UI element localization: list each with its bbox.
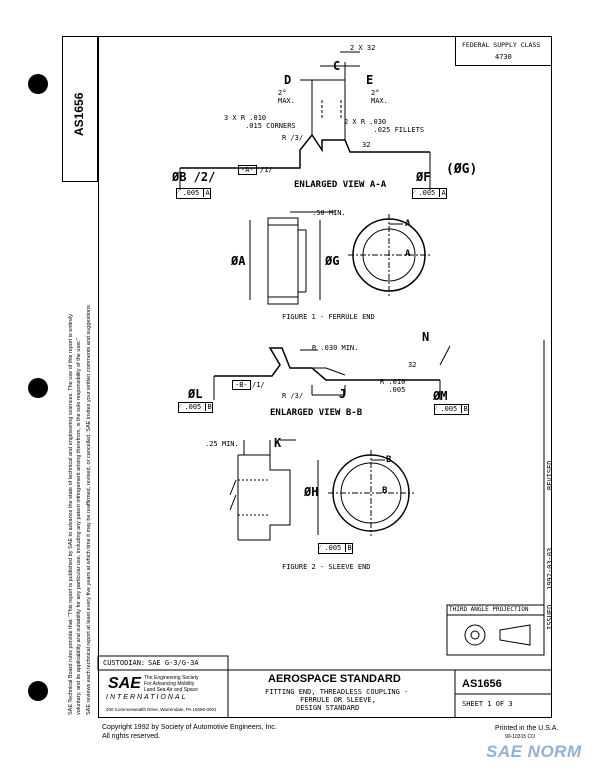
tol-m-box: ⁄ .005 B bbox=[434, 404, 469, 415]
max-right-label: 2° MAX. bbox=[371, 89, 388, 105]
tol-b-ref: A bbox=[203, 189, 210, 197]
bb-r-min-label: R .030 MIN. bbox=[312, 344, 359, 352]
fillets-label: 2 X R .030 .025 FILLETS bbox=[344, 118, 425, 134]
fig2-min-label: .25 MIN. bbox=[205, 440, 239, 448]
corners-label: 3 X R .010 .015 CORNERS bbox=[224, 114, 296, 130]
issued-date: 1992-03-03 bbox=[546, 547, 554, 590]
title-subtitle-3: DESIGN STANDARD bbox=[296, 704, 360, 712]
tol-h-ref: B bbox=[345, 544, 352, 552]
tol-b-symbol: ⁄ bbox=[177, 189, 179, 197]
tol-l-value: .005 bbox=[184, 403, 202, 411]
datum-a-box: -A- bbox=[238, 165, 257, 175]
footer-printed: Printed in the U.S.A. bbox=[495, 725, 559, 732]
bb-radius-label: R /3/ bbox=[282, 392, 304, 400]
custodian-value: SAE G-3/G-3A bbox=[148, 659, 199, 667]
radius-aa-label: R /3/ bbox=[282, 134, 304, 142]
federal-supply-box bbox=[455, 36, 552, 66]
footer-copyright: Copyright 1992 by Society of Automotive … bbox=[102, 724, 277, 731]
figure2-title: FIGURE 2 - SLEEVE END bbox=[282, 563, 371, 571]
tol-f-symbol: ⁄ bbox=[413, 189, 415, 197]
punch-hole-middle bbox=[28, 378, 48, 398]
sae-tag-1: The Engineering Society bbox=[144, 675, 199, 681]
tol-l-ref: B bbox=[205, 403, 212, 411]
tol-b-box: ⁄ .005 A bbox=[176, 188, 211, 199]
datum-a-note: /1/ bbox=[260, 166, 273, 174]
max-left-label: 2° MAX. bbox=[278, 89, 295, 105]
custodian-label: CUSTODIAN: bbox=[103, 659, 146, 667]
dim-l-label: ØL bbox=[188, 387, 203, 401]
sae-tag-2: For Advancing Mobility bbox=[144, 681, 195, 687]
federal-supply-label: FEDERAL SUPPLY CLASS bbox=[462, 41, 541, 49]
sae-tag-3: Land Sea Air and Space bbox=[144, 687, 198, 693]
dim-g-aa-label: (ØG) bbox=[446, 162, 478, 177]
tol-f-box: ⁄ .005 A bbox=[412, 188, 447, 199]
punch-hole-top bbox=[28, 74, 48, 94]
view-aa-title: ENLARGED VIEW A-A bbox=[294, 180, 387, 190]
dim-n-label: N bbox=[422, 330, 430, 344]
third-angle-label: THIRD ANGLE PROJECTION bbox=[449, 606, 529, 613]
tol-b-value: .005 bbox=[182, 189, 200, 197]
sheet-number: SHEET 1 OF 3 bbox=[462, 700, 513, 708]
finish-aa-label: 32 bbox=[362, 141, 371, 149]
datum-b-box: -B- bbox=[232, 380, 251, 390]
tol-h-box: ⁄ .005 B bbox=[318, 543, 353, 554]
federal-supply-value: 4730 bbox=[495, 53, 512, 61]
dim-m-label: ØM bbox=[433, 389, 448, 403]
sae-logo: SAE bbox=[108, 675, 141, 692]
tol-f-ref: A bbox=[439, 189, 446, 197]
title-heading: AEROSPACE STANDARD bbox=[268, 673, 401, 685]
issued-label: ISSUED bbox=[546, 604, 554, 630]
tol-m-symbol: ⁄ bbox=[435, 405, 437, 413]
dim-d-label: D bbox=[284, 73, 292, 87]
fig1-dim-a: ØA bbox=[231, 254, 246, 268]
sae-address: 400 Commonwealth Drive, Warrendale, PA 1… bbox=[106, 707, 217, 712]
dim-c-label: C bbox=[333, 59, 341, 73]
datum-b-note: /1/ bbox=[252, 381, 265, 389]
chamfer-label: 2 X 32 bbox=[350, 44, 376, 52]
title-subtitle-2: FERRULE OR SLEEVE, bbox=[300, 696, 376, 704]
sae-norm-watermark: SAE NORM bbox=[486, 742, 582, 761]
title-doc-number: AS1656 bbox=[462, 678, 502, 690]
dim-b-label: ØB /2/ bbox=[172, 170, 216, 184]
sae-tag-4: INTERNATIONAL bbox=[106, 694, 188, 701]
title-subtitle-1: FITTING END, THREADLESS COUPLING - bbox=[265, 688, 409, 696]
fig1-dim-g: ØG bbox=[325, 254, 340, 268]
finish-bb-label: 32 bbox=[408, 361, 417, 369]
drawing-frame bbox=[98, 36, 552, 718]
tol-h-symbol: ⁄ bbox=[319, 544, 321, 552]
bb-r-tol-label: R .010 .005 bbox=[380, 378, 406, 394]
tol-f-value: .005 bbox=[418, 189, 436, 197]
dim-j-label: J bbox=[339, 387, 347, 401]
margin-doc-number-box bbox=[62, 36, 98, 182]
tol-l-symbol: ⁄ bbox=[179, 403, 181, 411]
dim-f-label: ØF bbox=[416, 170, 431, 184]
fig2-dim-h: ØH bbox=[304, 485, 319, 499]
revised-label: REVISED bbox=[546, 460, 554, 490]
fig1-section-top: A bbox=[405, 219, 411, 229]
footer-code: 90-10315 CO bbox=[505, 734, 536, 740]
tol-h-value: .005 bbox=[324, 544, 342, 552]
punch-hole-bottom bbox=[28, 681, 48, 701]
fig1-min-label: .50 MIN. bbox=[312, 209, 346, 217]
sae-logo-block: SAE The Engineering Society For Advancin… bbox=[102, 673, 226, 717]
view-bb-title: ENLARGED VIEW B-B bbox=[270, 408, 363, 418]
fig1-section-mid: A bbox=[405, 249, 411, 259]
tol-m-ref: B bbox=[461, 405, 468, 413]
fig2-section-mid: B bbox=[382, 486, 388, 496]
tol-m-value: .005 bbox=[440, 405, 458, 413]
tol-l-box: ⁄ .005 B bbox=[178, 402, 213, 413]
dim-k-label: K bbox=[274, 436, 282, 450]
dim-e-label: E bbox=[366, 73, 374, 87]
fig2-section-top: B bbox=[386, 455, 392, 465]
figure1-title: FIGURE 1 - FERRULE END bbox=[282, 313, 375, 321]
footer-rights: All rights reserved. bbox=[102, 733, 160, 740]
